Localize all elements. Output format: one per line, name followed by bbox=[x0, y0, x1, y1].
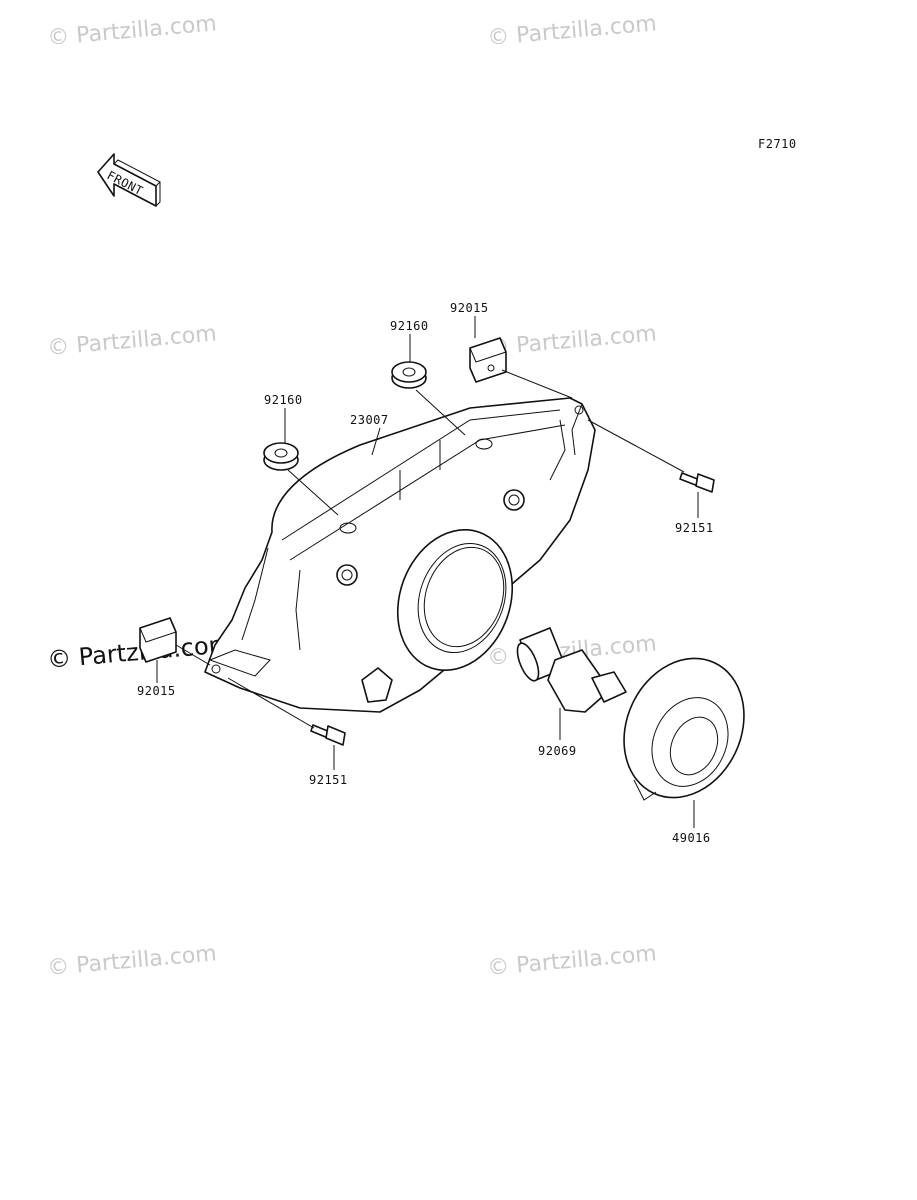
figure-code: F2710 bbox=[758, 137, 797, 151]
watermark: © Partzilla.com bbox=[486, 941, 657, 981]
part-number-label: 92015 bbox=[450, 301, 489, 315]
part-number-label: 92160 bbox=[264, 393, 303, 407]
watermark: © Partzilla.com bbox=[46, 941, 217, 981]
watermark: © Partzilla.com bbox=[46, 321, 217, 361]
dust-cover bbox=[623, 657, 745, 801]
headlight-housing bbox=[204, 397, 596, 713]
part-number-label: 92151 bbox=[675, 521, 714, 535]
headlight-bulb bbox=[516, 627, 627, 713]
front-arrow-icon: FRONT bbox=[97, 153, 161, 207]
watermark: © Partzilla.com bbox=[486, 321, 657, 361]
leader-lines bbox=[156, 316, 699, 828]
grommet-upper bbox=[391, 361, 427, 389]
part-number-label: 92151 bbox=[309, 773, 348, 787]
grommet-left bbox=[263, 442, 299, 471]
clip-nut-upper bbox=[469, 337, 507, 383]
bolt-right bbox=[679, 472, 715, 493]
watermark: © Partzilla.com bbox=[486, 11, 657, 51]
part-labels: 92015 92160 92160 23007 92151 92015 9215… bbox=[137, 301, 714, 845]
part-number-label: 92015 bbox=[137, 684, 176, 698]
part-number-label: 49016 bbox=[672, 831, 711, 845]
clip-nut-left bbox=[139, 617, 177, 663]
watermark: © Partzilla.com bbox=[46, 11, 217, 51]
part-number-label: 92069 bbox=[538, 744, 577, 758]
part-number-label: 92160 bbox=[390, 319, 429, 333]
bolt-lower bbox=[310, 724, 346, 746]
part-number-label: 23007 bbox=[350, 413, 389, 427]
